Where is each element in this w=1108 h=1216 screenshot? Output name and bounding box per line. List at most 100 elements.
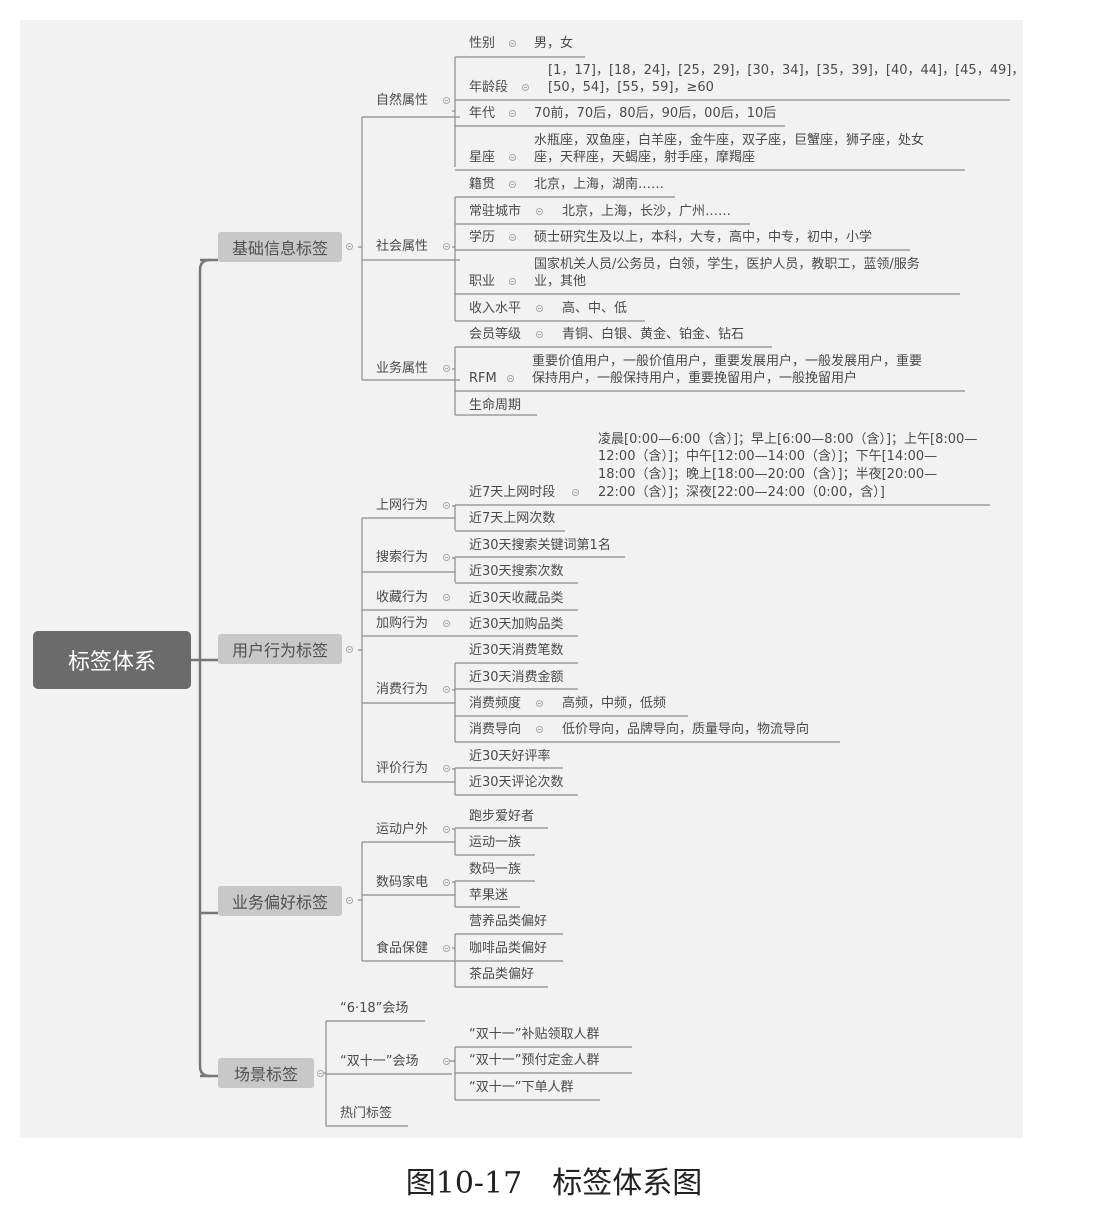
node-hot-tags[interactable]: 热门标签 [340, 1106, 393, 1121]
node-favorite-category-30d[interactable]: 近30天收藏品类 [469, 591, 564, 606]
node-nutrition-preference[interactable]: 营养品类偏好 [469, 914, 548, 929]
collapse-icon[interactable] [346, 897, 353, 904]
node-business-attributes[interactable]: 业务属性 [376, 361, 429, 376]
collapse-icon[interactable] [536, 331, 543, 338]
main-node-scene[interactable]: 场景标签 [218, 1058, 314, 1088]
collapse-icon[interactable] [443, 502, 450, 509]
node-review-count-30d[interactable]: 近30天评论次数 [469, 775, 564, 790]
node-sports-group[interactable]: 运动一族 [469, 835, 522, 850]
collapse-icon[interactable] [443, 686, 450, 693]
collapse-icon[interactable] [443, 365, 450, 372]
value-gender: 男，女 [534, 36, 574, 51]
collapse-icon[interactable] [507, 375, 514, 382]
value-consume-orientation: 低价导向，品牌导向，质量导向，物流导向 [562, 722, 810, 737]
node-gender[interactable]: 性别 [469, 36, 496, 51]
value-rfm-line2: 保持用户，一般保持用户，重要挽留用户，一般挽留用户 [532, 371, 858, 386]
node-double11-venue[interactable]: “双十一”会场 [340, 1054, 419, 1069]
node-digital-group[interactable]: 数码一族 [469, 862, 522, 877]
collapse-icon[interactable] [346, 646, 353, 653]
node-cart-category-30d[interactable]: 近30天加购品类 [469, 617, 564, 632]
collapse-icon[interactable] [522, 84, 529, 91]
node-618-venue[interactable]: “6·18”会场 [340, 1001, 409, 1016]
value-native-place: 北京，上海，湖南…… [534, 177, 665, 192]
collapse-icon[interactable] [443, 97, 450, 104]
collapse-icon[interactable] [536, 700, 543, 707]
collapse-icon[interactable] [572, 489, 579, 496]
value-online-period-line3: 18:00（含）]；晚上[18:00—20:00（含）]；半夜[20:00— [598, 467, 938, 482]
collapse-icon[interactable] [509, 181, 516, 188]
node-consume-frequency[interactable]: 消费频度 [469, 696, 522, 711]
collapse-icon[interactable] [443, 826, 450, 833]
node-sports-outdoor[interactable]: 运动户外 [376, 822, 429, 837]
node-zodiac[interactable]: 星座 [469, 150, 496, 165]
node-positive-rate-30d[interactable]: 近30天好评率 [469, 749, 551, 764]
collapse-icon[interactable] [443, 1058, 450, 1065]
collapse-icon[interactable] [509, 40, 516, 47]
value-education: 硕士研究生及以上，本科，大专，高中，中专，初中，小学 [534, 230, 873, 245]
collapse-icon[interactable] [509, 110, 516, 117]
collapse-icon[interactable] [317, 1070, 324, 1077]
collapse-icon[interactable] [443, 765, 450, 772]
collapse-icon[interactable] [443, 594, 450, 601]
node-favorite-behavior[interactable]: 收藏行为 [376, 590, 429, 605]
value-occupation-line2: 业，其他 [534, 274, 587, 289]
node-search-behavior[interactable]: 搜索行为 [376, 550, 429, 565]
node-member-level[interactable]: 会员等级 [469, 327, 522, 342]
node-online-behavior[interactable]: 上网行为 [376, 498, 429, 513]
node-consume-behavior[interactable]: 消费行为 [376, 682, 429, 697]
main-node-basic-info[interactable]: 基础信息标签 [218, 232, 342, 262]
collapse-icon[interactable] [443, 945, 450, 952]
node-coffee-preference[interactable]: 咖啡品类偏好 [469, 941, 548, 956]
root-node[interactable]: 标签体系 [33, 631, 191, 689]
node-digital-appliances[interactable]: 数码家电 [376, 875, 429, 890]
node-rfm[interactable]: RFM [469, 371, 497, 386]
value-income-level: 高、中、低 [562, 301, 628, 316]
collapse-icon[interactable] [509, 278, 516, 285]
collapse-icon[interactable] [536, 305, 543, 312]
node-online-count-7d[interactable]: 近7天上网次数 [469, 511, 556, 526]
collapse-icon[interactable] [443, 620, 450, 627]
main-node-user-behavior[interactable]: 用户行为标签 [218, 634, 342, 664]
node-era[interactable]: 年代 [469, 106, 496, 121]
value-age-range-line2: [50，54]，[55，59]，≥60 [548, 80, 714, 95]
node-life-cycle[interactable]: 生命周期 [469, 398, 522, 413]
node-consume-amount-30d[interactable]: 近30天消费金额 [469, 670, 564, 685]
collapse-icon[interactable] [536, 208, 543, 215]
value-rfm-line1: 重要价值用户，一般价值用户，重要发展用户，一般发展用户，重要 [532, 354, 923, 369]
figure-caption: 图10-17 标签体系图 [405, 1166, 703, 1201]
value-member-level: 青铜、白银、黄金、铂金、钻石 [562, 327, 745, 342]
node-social-attributes[interactable]: 社会属性 [376, 239, 429, 254]
value-resident-city: 北京，上海，长沙，广州…… [562, 204, 732, 219]
node-double11-deposit[interactable]: “双十一”预付定金人群 [469, 1053, 600, 1068]
node-running-fans[interactable]: 跑步爱好者 [469, 809, 535, 824]
node-review-behavior[interactable]: 评价行为 [376, 761, 429, 776]
node-double11-subsidy[interactable]: “双十一”补贴领取人群 [469, 1027, 600, 1042]
node-income-level[interactable]: 收入水平 [469, 301, 522, 316]
node-education[interactable]: 学历 [469, 230, 496, 245]
node-occupation[interactable]: 职业 [469, 274, 496, 289]
node-tea-preference[interactable]: 茶品类偏好 [469, 967, 535, 982]
node-natural-attributes[interactable]: 自然属性 [376, 93, 429, 108]
node-resident-city[interactable]: 常驻城市 [469, 204, 522, 219]
collapse-icon[interactable] [536, 726, 543, 733]
node-age-range[interactable]: 年龄段 [469, 80, 509, 95]
node-food-health[interactable]: 食品保健 [376, 941, 429, 956]
node-native-place[interactable]: 籍贯 [469, 177, 496, 192]
collapse-icon[interactable] [443, 243, 450, 250]
collapse-icon[interactable] [346, 243, 353, 250]
node-double11-order[interactable]: “双十一”下单人群 [469, 1080, 574, 1095]
main-node-business-preference[interactable]: 业务偏好标签 [218, 886, 342, 916]
collapse-icon[interactable] [509, 154, 516, 161]
collapse-icon[interactable] [443, 879, 450, 886]
node-apple-fans[interactable]: 苹果迷 [469, 888, 509, 903]
node-cart-behavior[interactable]: 加购行为 [376, 616, 429, 631]
node-consume-orientation[interactable]: 消费导向 [469, 722, 522, 737]
node-online-period-7d[interactable]: 近7天上网时段 [469, 485, 556, 500]
collapse-icon[interactable] [509, 234, 516, 241]
collapse-icon[interactable] [443, 554, 450, 561]
node-search-count-30d[interactable]: 近30天搜索次数 [469, 564, 564, 579]
node-consume-count-30d[interactable]: 近30天消费笔数 [469, 643, 564, 658]
node-search-keyword-30d[interactable]: 近30天搜索关键词第1名 [469, 538, 611, 553]
value-zodiac-line1: 水瓶座，双鱼座，白羊座，金牛座，双子座，巨蟹座，狮子座，处女 [534, 133, 925, 148]
